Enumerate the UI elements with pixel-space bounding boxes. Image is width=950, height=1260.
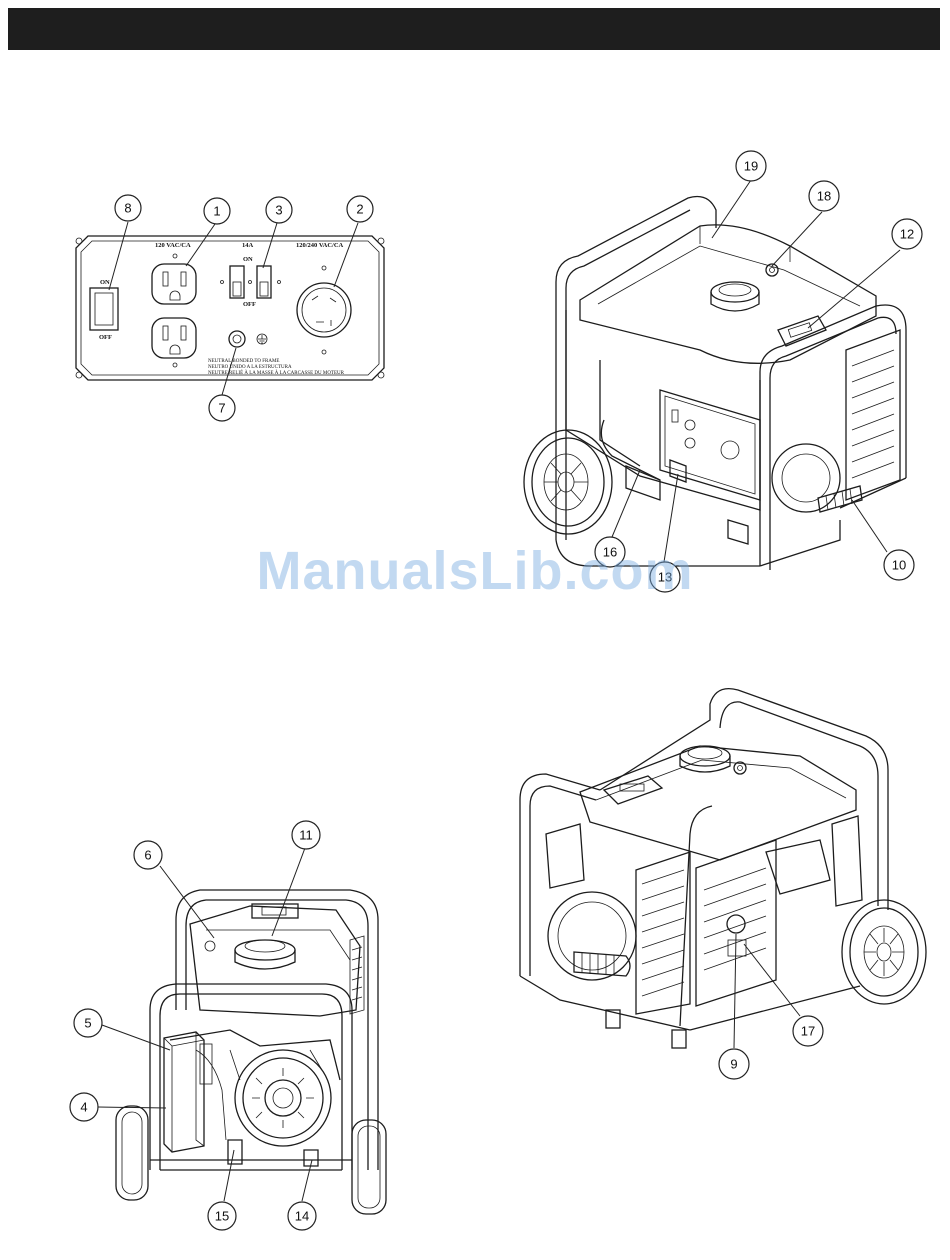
svg-text:1: 1 — [213, 204, 220, 219]
svg-text:19: 19 — [744, 159, 758, 174]
callout-8: 8 — [115, 195, 141, 221]
breaker-on-label: ON — [243, 256, 253, 263]
neutral-line-2: NEUTRO UNIDO A LA ESTRUCTURA — [208, 365, 292, 370]
switch-off-glyph: O — [100, 312, 107, 322]
switch-on-label: ON — [100, 279, 110, 286]
callout-14: 14 — [288, 1202, 316, 1230]
neutral-line-1: NEUTRAL BONDED TO FRAME — [208, 359, 279, 364]
breaker-label: 14A — [242, 242, 254, 249]
twistlock-label: 120/240 VAC/CA — [296, 242, 344, 249]
svg-text:14: 14 — [295, 1209, 309, 1224]
receptacle-lower — [152, 318, 196, 367]
switch-on-glyph: I — [103, 293, 106, 303]
svg-text:6: 6 — [144, 848, 151, 863]
callout-5: 5 — [74, 1009, 102, 1037]
callout-2: 2 — [347, 196, 373, 222]
svg-text:8: 8 — [124, 201, 131, 216]
callout-15: 15 — [208, 1202, 236, 1230]
svg-text:7: 7 — [218, 401, 225, 416]
svg-text:15: 15 — [215, 1209, 229, 1224]
control-panel: ON I O OFF 120 VAC/CA 14A ON — [76, 236, 384, 380]
breaker-left — [230, 266, 244, 298]
breaker-off-label: OFF — [243, 301, 256, 308]
svg-text:2: 2 — [356, 202, 363, 217]
watermark: ManualsLib.com — [0, 540, 950, 602]
receptacle-label: 120 VAC/CA — [155, 242, 191, 249]
svg-text:12: 12 — [900, 227, 914, 242]
callout-19: 19 — [736, 151, 766, 181]
generator-view-front-right — [524, 197, 906, 571]
callout-7: 7 — [209, 395, 235, 421]
svg-text:17: 17 — [801, 1024, 815, 1039]
callout-3: 3 — [266, 197, 292, 223]
callout-18: 18 — [809, 181, 839, 211]
callout-9: 9 — [719, 1049, 749, 1079]
callout-4: 4 — [70, 1093, 98, 1121]
callout-12: 12 — [892, 219, 922, 249]
engine-switch: ON I O OFF — [90, 279, 118, 341]
svg-text:11: 11 — [299, 828, 313, 843]
callout-11: 11 — [292, 821, 320, 849]
generator-view-left — [520, 689, 926, 1048]
svg-text:5: 5 — [84, 1016, 91, 1031]
svg-text:4: 4 — [80, 1100, 87, 1115]
callout-17: 17 — [793, 1016, 823, 1046]
svg-text:18: 18 — [817, 189, 831, 204]
twistlock-receptacle — [297, 266, 351, 354]
switch-off-label: OFF — [99, 334, 112, 341]
ground-terminal — [229, 331, 267, 347]
generator-view-rear — [116, 890, 386, 1214]
callout-6: 6 — [134, 841, 162, 869]
svg-text:9: 9 — [730, 1057, 737, 1072]
svg-text:3: 3 — [275, 203, 282, 218]
breaker-right — [257, 266, 271, 298]
callout-1: 1 — [204, 198, 230, 224]
